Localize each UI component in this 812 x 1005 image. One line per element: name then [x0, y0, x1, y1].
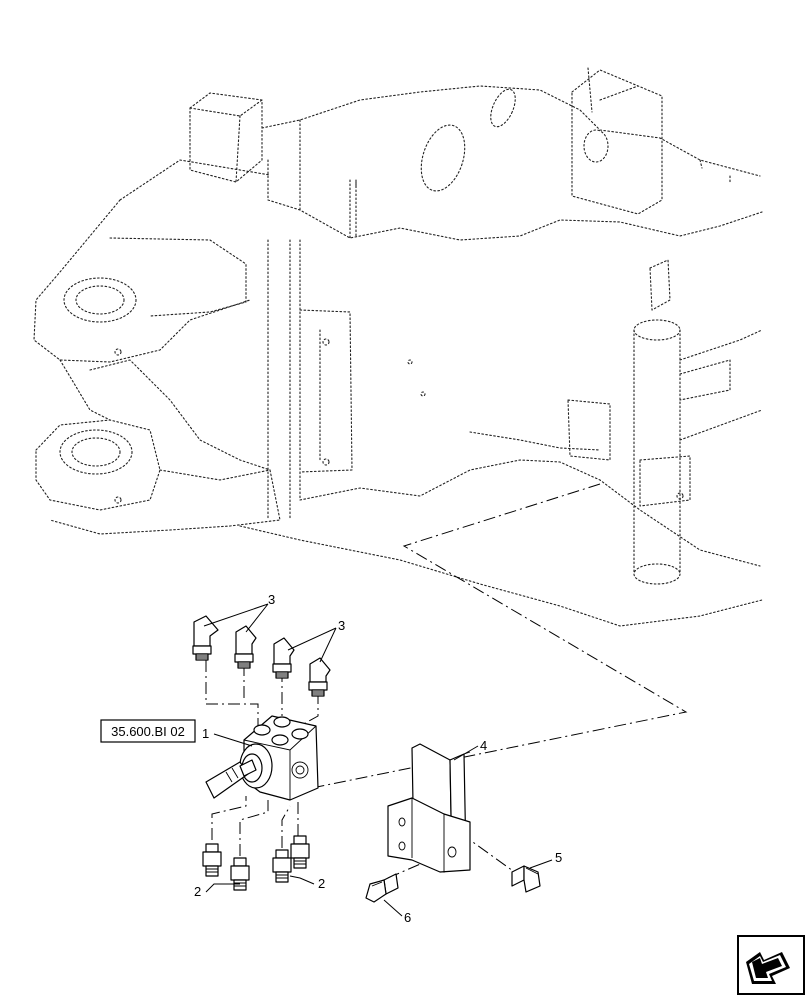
elbow-fitting-2	[234, 625, 257, 669]
straight-fitting-3	[272, 849, 292, 883]
mounting-bracket	[387, 743, 471, 873]
callout-5: 5	[555, 850, 562, 865]
elbow-fitting-4	[308, 657, 331, 697]
callout-3a: 3	[268, 592, 275, 607]
callout-labels: 3 3 1 4 5 6 2 2	[194, 592, 562, 925]
callout-4: 4	[480, 738, 487, 753]
arrow-nav-icon[interactable]	[737, 935, 805, 995]
reference-label[interactable]: 35.600.BI 02	[111, 724, 185, 739]
selector-valve	[205, 715, 319, 801]
bolt-6	[365, 873, 399, 903]
callout-2a: 2	[194, 884, 201, 899]
straight-fitting-4	[290, 835, 310, 869]
callout-3b: 3	[338, 618, 345, 633]
callout-6: 6	[404, 910, 411, 925]
straight-fitting-2	[230, 857, 250, 891]
bolt-5	[511, 865, 541, 893]
machine-frame	[33, 67, 763, 627]
straight-fitting-1	[202, 843, 222, 877]
callout-1: 1	[202, 726, 209, 741]
elbow-fitting-3	[272, 637, 295, 679]
callout-2b: 2	[318, 876, 325, 891]
reference-link[interactable]: 35.600.BI 02	[100, 719, 196, 743]
callout-leaders	[203, 603, 553, 917]
